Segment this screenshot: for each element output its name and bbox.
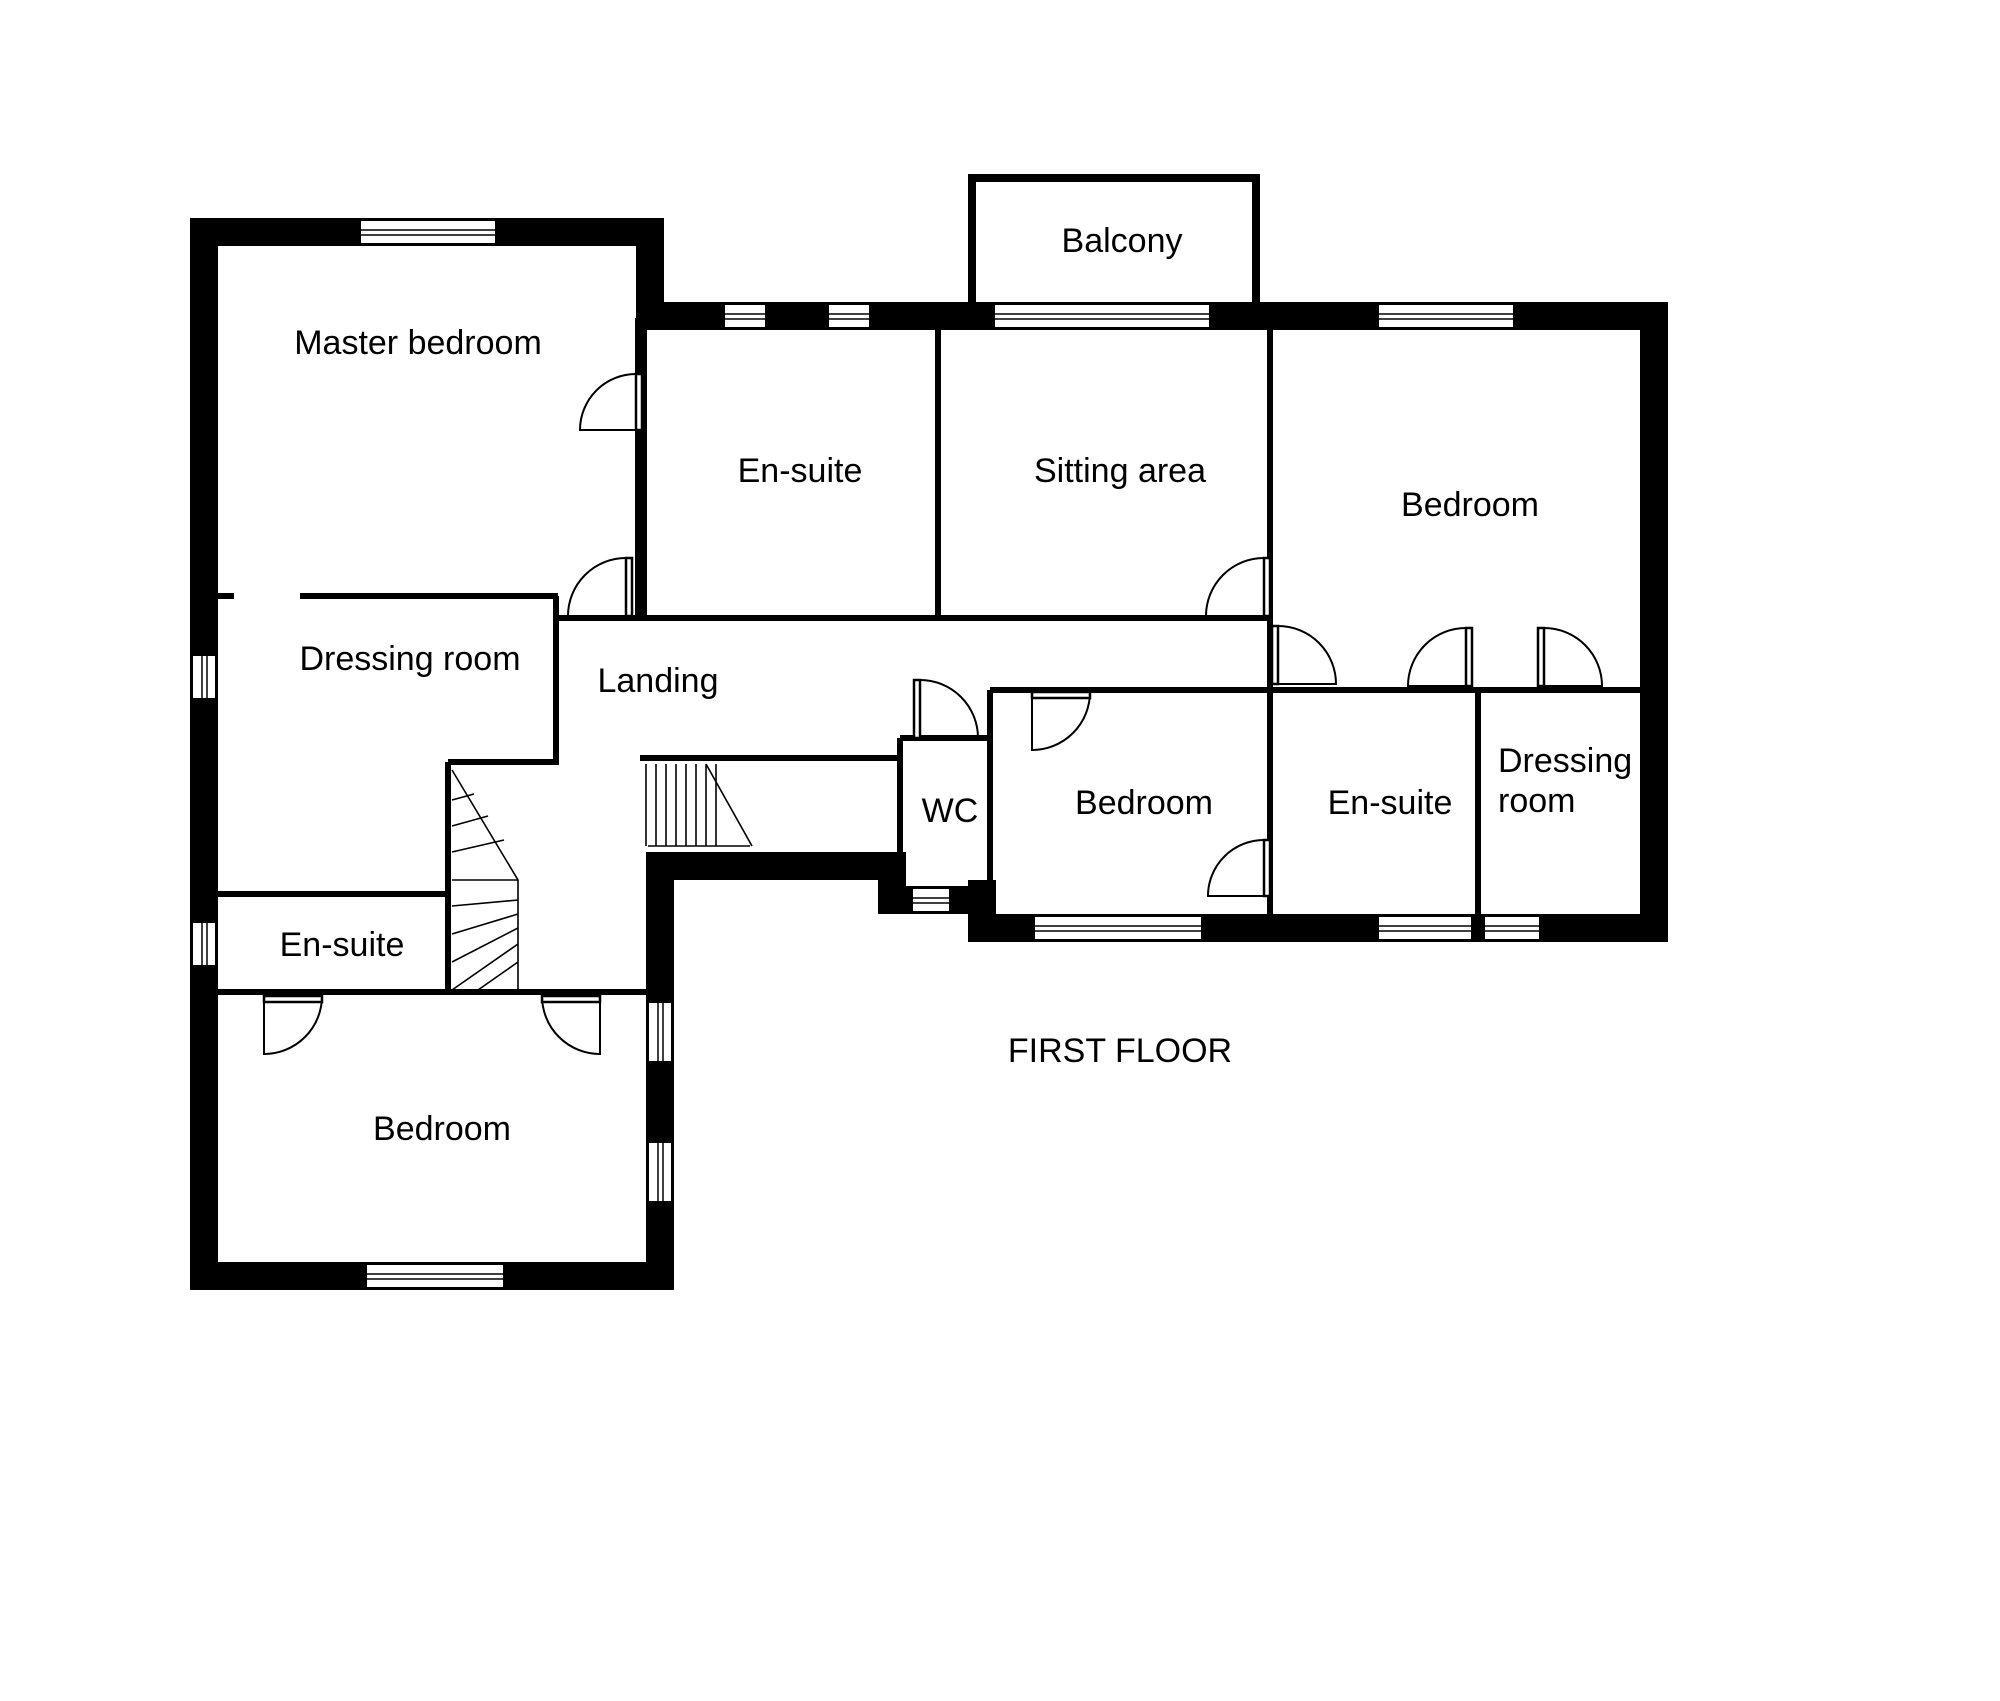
- window: [827, 303, 871, 329]
- dressing-room-east-label-line1: Dressing: [1498, 742, 1632, 780]
- bedroom-middle-label: Bedroom: [1075, 784, 1213, 822]
- ensuite-upper-label: En-suite: [738, 452, 863, 490]
- door: [1270, 624, 1338, 686]
- door: [578, 372, 644, 432]
- floor-title: FIRST FLOOR: [1008, 1032, 1232, 1070]
- window: [359, 219, 497, 245]
- bedroom-east-label: Bedroom: [1401, 486, 1539, 524]
- doors: [262, 372, 1604, 1056]
- door: [566, 556, 634, 618]
- dressing-room-east-label-line2: room: [1498, 782, 1575, 820]
- window: [993, 303, 1211, 329]
- window: [191, 921, 217, 967]
- sitting-area-label: Sitting area: [1034, 452, 1206, 490]
- balcony-label: Balcony: [1062, 222, 1183, 260]
- door: [262, 994, 324, 1056]
- door: [540, 994, 602, 1056]
- window: [1033, 915, 1203, 941]
- window: [191, 654, 217, 700]
- window: [1377, 303, 1515, 329]
- window: [723, 303, 767, 329]
- ensuite-west-label: En-suite: [280, 926, 405, 964]
- window: [911, 887, 951, 913]
- door: [1204, 556, 1272, 618]
- windows: [191, 219, 1541, 1289]
- room-labels: Balcony Master bedroom En-suite Sitting …: [280, 222, 1633, 1148]
- window: [647, 1141, 673, 1203]
- ensuite-east-label: En-suite: [1328, 784, 1453, 822]
- window: [1377, 915, 1473, 941]
- wc-label: WC: [922, 792, 979, 830]
- bedroom-south-label: Bedroom: [373, 1110, 511, 1148]
- window: [365, 1263, 505, 1289]
- door: [1406, 626, 1474, 688]
- dressing-room-west-label: Dressing room: [299, 640, 520, 678]
- interior-walls: [218, 318, 1640, 995]
- balcony-railing: [968, 174, 1260, 306]
- window: [1483, 915, 1541, 941]
- door: [912, 678, 980, 740]
- staircase: [451, 763, 753, 991]
- door: [1536, 626, 1604, 688]
- door: [1030, 690, 1092, 752]
- master-bedroom-label: Master bedroom: [294, 324, 542, 362]
- door: [1206, 838, 1272, 898]
- window: [647, 1001, 673, 1063]
- landing-label: Landing: [597, 662, 718, 700]
